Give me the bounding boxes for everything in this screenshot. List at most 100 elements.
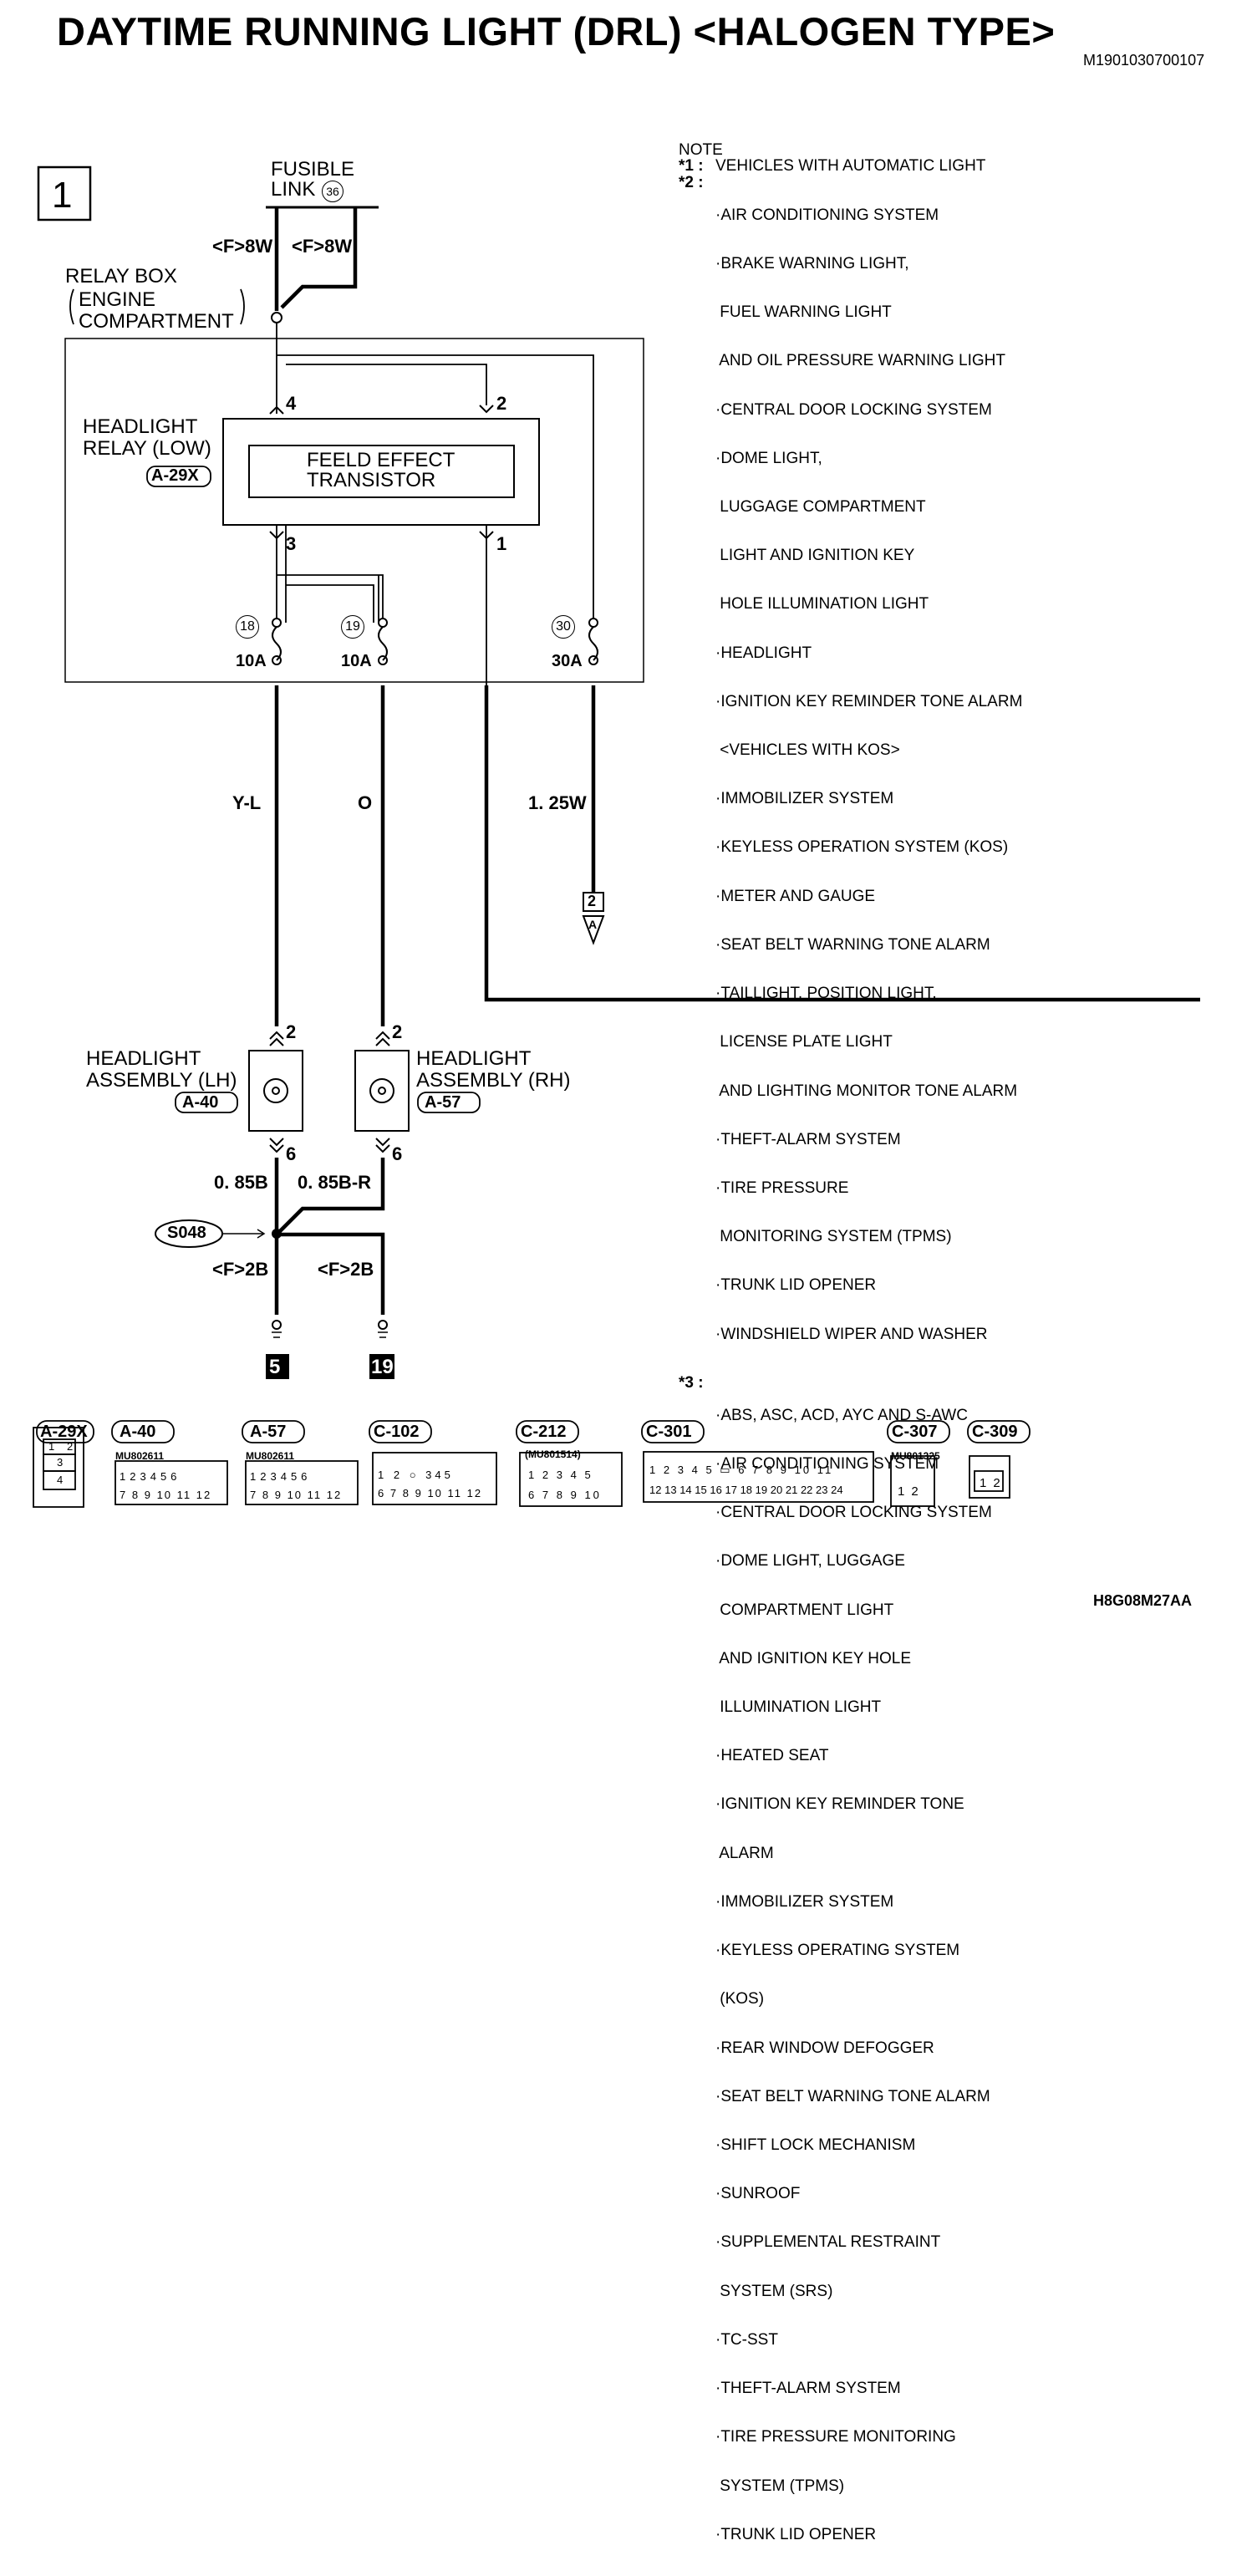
wire-label-f8w-right: <F>8W	[292, 236, 353, 257]
legend-pins-a-29x-4: 4	[57, 1474, 64, 1486]
wire-label-085b-r: 0. 85B-R	[298, 1172, 372, 1193]
fet-label: FEELD EFFECT	[307, 449, 455, 471]
headlight-lh-body	[248, 1050, 303, 1132]
note-line: ·TIRE PRESSURE	[715, 1179, 849, 1197]
note-line: ·SHIFT LOCK MECHANISM	[715, 2136, 916, 2154]
relay-pin-4: 4	[286, 393, 297, 414]
legend-pins-c-301-row1: 1 2 3 4 5 ▭ 6 7 8 9 10 11	[649, 1464, 834, 1476]
legend-connector-a-57: A-57	[250, 1423, 287, 1441]
note-line: FUEL WARNING LIGHT	[715, 303, 892, 322]
note-line: ·CENTRAL DOOR LOCKING SYSTEM	[715, 1504, 992, 1522]
fuse-19-symbol	[378, 626, 388, 661]
fuse-18-number: 18	[236, 615, 259, 639]
note-line: ·TRUNK LID OPENER	[715, 1276, 877, 1295]
note-line: ·HEADLIGHT	[715, 644, 812, 662]
note-line: ·TRUNK LID OPENER	[715, 2525, 877, 2543]
note-line: ·IGNITION KEY REMINDER TONE	[715, 1795, 964, 1814]
legend-pins-a-40-row2: 7 8 9 10 11 12	[120, 1489, 212, 1501]
note-line: ·REAR WINDOW DEFOGGER	[715, 2039, 934, 2057]
note-line: ·SUPPLEMENTAL RESTRAINT	[715, 2233, 941, 2252]
page-title: DAYTIME RUNNING LIGHT (DRL) <HALOGEN TYP…	[57, 9, 1056, 53]
legend-pins-c-102-row2: 6 7 8 9 10 11 12	[378, 1487, 483, 1499]
note-item-3: *3 : ·ABS, ASC, ACD, AYC AND S-AWC ·AIR …	[679, 1375, 1022, 2575]
legend-pins-c-212-row1: 1 2 3 4 5	[528, 1469, 593, 1481]
fusible-link-label: FUSIBLE	[271, 158, 355, 181]
fuse-18-rating: 10A	[236, 652, 267, 670]
note-line: ·IGNITION KEY REMINDER TONE ALARM	[715, 692, 1023, 710]
note-line: ·KEYLESS OPERATING SYSTEM	[715, 1942, 960, 1960]
fuse-19-number: 19	[341, 615, 364, 639]
legend-part-c-307: MU801325	[891, 1450, 940, 1462]
note-item-2-mark: *2 :	[679, 173, 704, 191]
wire-label-f2b-right: <F>2B	[318, 1259, 374, 1280]
page-box-number: 1	[52, 175, 73, 216]
fet-outline	[248, 445, 515, 498]
fuse-30-number: 30	[552, 615, 575, 639]
note-heading: NOTE	[679, 141, 723, 159]
note-line: SYSTEM (SRS)	[715, 2282, 833, 2300]
note-line: ·ABS, ASC, ACD, AYC AND S-AWC	[715, 1406, 968, 1424]
legend-pins-a-29x-2: 2	[67, 1440, 74, 1453]
note-line: ·SEAT BELT WARNING TONE ALARM	[715, 935, 990, 954]
note-line: ALARM	[715, 1844, 774, 1862]
connector-ref-letter: A	[588, 918, 598, 931]
legend-part-c-212: (MU801514)	[525, 1448, 581, 1460]
note-line: COMPARTMENT LIGHT	[715, 1601, 894, 1619]
wire-label-f8w-left: <F>8W	[212, 236, 273, 257]
note-line: ·TC-SST	[715, 2330, 778, 2349]
relay-box-outline	[64, 338, 644, 683]
relay-box-location-2: COMPARTMENT	[79, 310, 234, 333]
note-line: AND OIL PRESSURE WARNING LIGHT	[715, 352, 1005, 370]
legend-pins-a-29x-1: 1	[48, 1440, 55, 1453]
legend-pins-a-40-row1: 123456	[120, 1470, 181, 1483]
relay-pin-2: 2	[496, 393, 507, 414]
ground-19-block	[369, 1354, 394, 1379]
note-line: ·HEATED SEAT	[715, 1747, 829, 1765]
relay-box-input-node	[271, 312, 282, 323]
headlight-relay-connector: A-29X	[151, 466, 199, 485]
note-line: AND LIGHTING MONITOR TONE ALARM	[715, 1082, 1018, 1100]
note-line: VEHICLES WITH AUTOMATIC LIGHT	[715, 157, 986, 176]
note-line: LUGGAGE COMPARTMENT	[715, 497, 926, 516]
headlight-lh-pin-bottom: 6	[286, 1143, 297, 1164]
document-id: M1901030700107	[1083, 52, 1205, 69]
note-line: ·BRAKE WARNING LIGHT,	[715, 254, 909, 272]
headlight-rh-label-2: ASSEMBLY (RH)	[416, 1069, 571, 1092]
legend-connector-c-102: C-102	[374, 1423, 420, 1441]
legend-pins-a-29x-3: 3	[57, 1456, 64, 1469]
ground-5-block	[266, 1354, 289, 1379]
note-item-2: *2 : ·AIR CONDITIONING SYSTEM ·BRAKE WAR…	[679, 175, 1022, 1375]
note-line: ·KEYLESS OPERATION SYSTEM (KOS)	[715, 838, 1009, 857]
note-block: NOTE *1 : VEHICLES WITH AUTOMATIC LIGHT …	[679, 142, 1022, 2575]
headlight-lh-label-2: ASSEMBLY (LH)	[86, 1069, 237, 1092]
note-line: <VEHICLES WITH KOS>	[715, 741, 900, 760]
note-line: ILLUMINATION LIGHT	[715, 1698, 882, 1716]
headlight-relay-label-2: RELAY (LOW)	[83, 437, 211, 460]
relay-box-label: RELAY BOX	[65, 265, 177, 288]
legend-pins-c-212-row2: 6 7 8 9 10	[528, 1489, 602, 1501]
fuse-18-symbol	[272, 626, 282, 661]
ground-5-number: 5	[269, 1356, 281, 1378]
note-item-1: *1 : VEHICLES WITH AUTOMATIC LIGHT	[679, 157, 1022, 176]
note-line: MONITORING SYSTEM (TPMS)	[715, 1228, 952, 1246]
legend-connector-c-212: C-212	[521, 1423, 567, 1441]
fuse-19-rating: 10A	[341, 652, 372, 670]
headlight-lh-connector: A-40	[182, 1093, 219, 1112]
wire-label-085b: 0. 85B	[214, 1172, 268, 1193]
legend-connector-a-40: A-40	[120, 1423, 156, 1441]
note-line: ·AIR CONDITIONING SYSTEM	[715, 206, 939, 224]
note-line: LICENSE PLATE LIGHT	[715, 1033, 893, 1051]
fuse-30-symbol	[588, 626, 598, 661]
note-line: ·DOME LIGHT,	[715, 449, 822, 467]
relay-box-location-1: ENGINE	[79, 288, 156, 311]
legend-pins-c-307: 12	[898, 1484, 925, 1499]
headlight-relay-outline	[222, 418, 540, 526]
note-line: SYSTEM (TPMS)	[715, 2477, 845, 2495]
headlight-rh-pin-bottom: 6	[392, 1143, 403, 1164]
headlight-lh-pin-top: 2	[286, 1021, 297, 1042]
note-line: ·IMMOBILIZER SYSTEM	[715, 1892, 894, 1911]
note-line: ·WINDSHIELD WIPER AND WASHER	[715, 1325, 988, 1343]
note-line: ·CENTRAL DOOR LOCKING SYSTEM	[715, 400, 992, 419]
headlight-lh-label: HEADLIGHT	[86, 1047, 201, 1070]
relay-pin-1: 1	[496, 533, 507, 554]
